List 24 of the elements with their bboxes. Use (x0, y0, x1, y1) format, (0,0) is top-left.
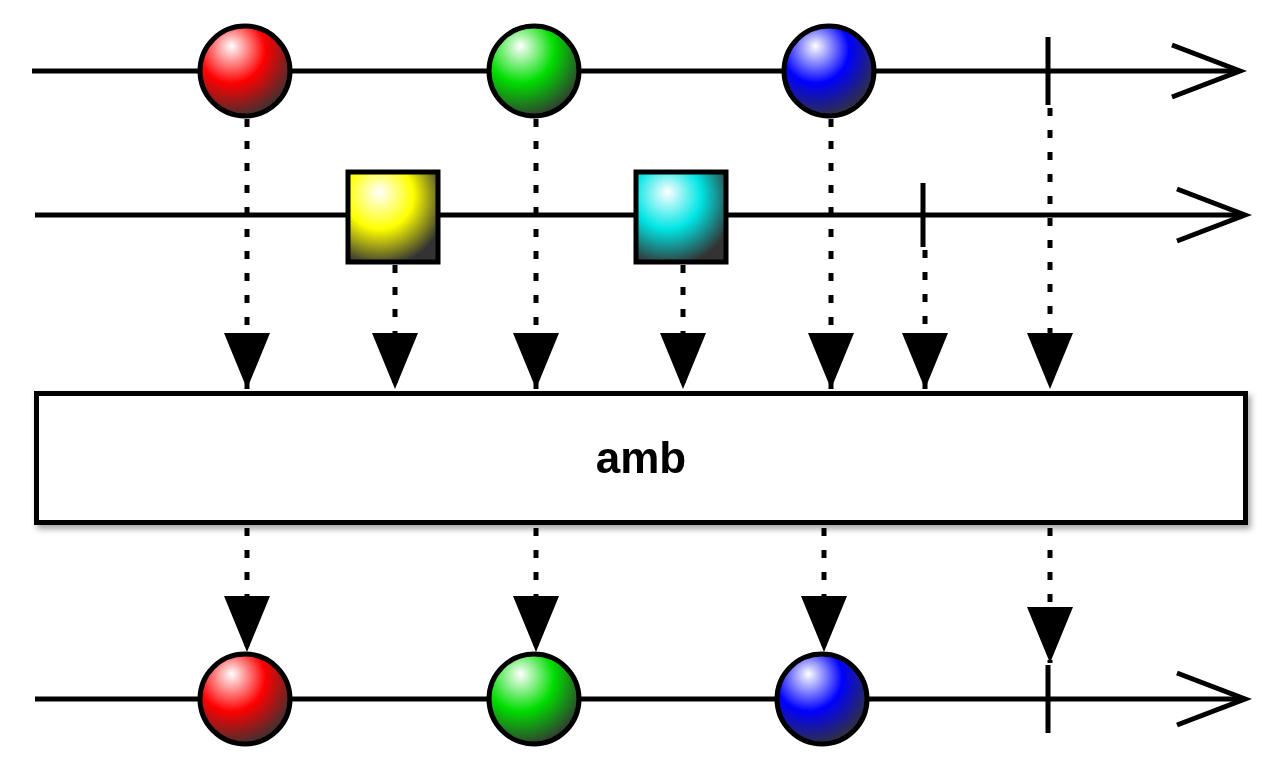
dotted-arrow (902, 250, 948, 389)
marble-circle (197, 651, 293, 747)
marble-circle (781, 23, 877, 119)
marble-circle (774, 651, 870, 747)
operator-box (34, 391, 1248, 525)
marble-circle (486, 651, 582, 747)
dotted-arrow (224, 528, 270, 652)
dotted-arrow (1027, 528, 1073, 663)
operator-label: amb (595, 433, 687, 483)
completion-tick (1045, 665, 1051, 733)
completion-tick (1045, 37, 1051, 105)
marble-square (633, 169, 729, 265)
marble-circle (486, 23, 582, 119)
marble-circle (197, 23, 293, 119)
dotted-arrow (513, 528, 559, 652)
dotted-arrow (660, 265, 706, 389)
dotted-arrow (1027, 108, 1073, 389)
marble-square (345, 169, 441, 265)
dotted-arrow (224, 119, 270, 389)
dotted-arrow (801, 528, 847, 652)
dotted-arrow (808, 119, 854, 389)
dotted-arrow (372, 265, 418, 389)
dotted-arrow (513, 119, 559, 389)
completion-tick (920, 183, 926, 247)
